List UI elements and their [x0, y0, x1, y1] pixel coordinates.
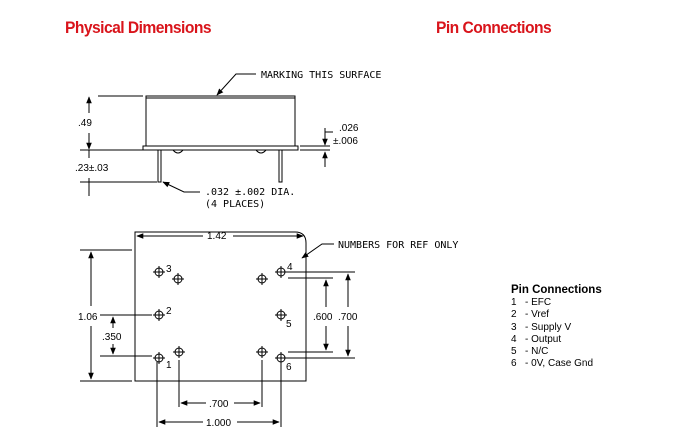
offset-label: .350 [102, 332, 122, 343]
pin-3-marker [153, 266, 165, 278]
ref-note: NUMBERS FOR REF ONLY [338, 240, 458, 251]
pin-table-title: Pin Connections [511, 284, 602, 296]
pin-number: 3 [511, 321, 517, 333]
spacing-700-v-label: .700 [338, 312, 358, 323]
width-label: 1.06 [78, 312, 98, 323]
pin-connections-heading: Pin Connections [436, 18, 552, 37]
pin-function: - Supply V [525, 321, 572, 333]
pin-1b-marker [173, 346, 185, 358]
pin-row: 3 - Supply V [511, 322, 602, 334]
pin-number: 6 [511, 358, 517, 370]
pin-function: - Output [525, 333, 562, 345]
spacing-600-label: .600 [313, 312, 333, 323]
height-label: .49 [78, 118, 92, 129]
pin-function: - Vref [525, 309, 550, 321]
pin-lead [157, 149, 162, 183]
pin-number: 2 [511, 309, 517, 321]
pin-dia-leader [162, 181, 200, 193]
side-view [80, 73, 333, 196]
pin-row: 2 - Vref [511, 309, 602, 321]
pin-row: 6 - 0V, Case Gnd [511, 358, 602, 370]
lead-thickness-label: .026 [339, 123, 359, 134]
pin-list: 1 - EFC 2 - Vref 3 - Supply V 4 - Output 5 - … [511, 297, 602, 371]
pin-number: 1 [511, 297, 517, 308]
pin-function: - EFC [525, 297, 552, 308]
glass-bead [172, 149, 184, 154]
ref-note-leader [301, 243, 334, 259]
pin-4-label: 4 [287, 262, 293, 273]
pin-6b-marker [256, 346, 268, 358]
pin-row: 5 - N/C [511, 346, 602, 358]
pin-lead [278, 149, 283, 183]
pin-2-label: 2 [166, 306, 172, 317]
physical-dimensions-heading: Physical Dimensions [65, 18, 212, 37]
pin-6-marker [275, 352, 287, 364]
pin-function: - N/C [525, 346, 549, 358]
pin-3-label: 3 [166, 264, 172, 275]
spacing-1000-label: 1.000 [206, 418, 231, 429]
pin-5-label: 5 [286, 319, 292, 330]
pin-markers [153, 266, 287, 364]
marking-note: MARKING THIS SURFACE [261, 70, 381, 81]
glass-bead [255, 149, 267, 154]
pin-1-marker [153, 352, 165, 364]
length-label: 1.42 [207, 231, 227, 242]
pin-number: 4 [511, 333, 517, 345]
pin-6-label: 6 [286, 362, 292, 373]
standoff-label: .23±.03 [75, 163, 109, 174]
pin-3b-marker [172, 273, 184, 285]
pin-row: 1 - EFC [511, 297, 602, 309]
pin-5-marker [275, 309, 287, 321]
lead-thickness-tol-label: ±.006 [333, 136, 358, 147]
pin-dia-note: .032 ±.002 DIA. [205, 187, 295, 198]
pin-count-note: (4 PLACES) [205, 199, 265, 210]
top-view [80, 231, 355, 427]
pin-4-marker [275, 266, 287, 278]
case-outline [145, 95, 296, 147]
pin-number: 5 [511, 346, 517, 358]
spacing-700-h-label: .700 [209, 399, 229, 410]
pin-row: 4 - Output [511, 334, 602, 346]
pin-connections-table: Pin Connections 1 - EFC 2 - Vref 3 - Supply… [511, 284, 602, 371]
marking-leader [216, 73, 256, 96]
package-outline [134, 231, 307, 382]
pin-2-marker [153, 309, 165, 321]
pin-function: - 0V, Case Gnd [525, 358, 594, 370]
case-base-lip [142, 145, 299, 151]
pin-4b-marker [256, 273, 268, 285]
pin-1-label: 1 [166, 360, 172, 371]
